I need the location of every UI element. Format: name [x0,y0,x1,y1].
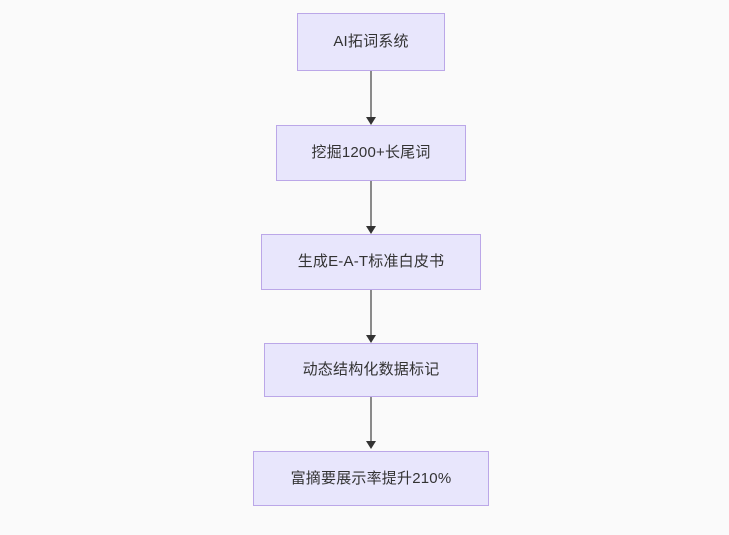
flow-node-rich-snippet-impression-lift[interactable]: 富摘要展示率提升210% [253,451,489,506]
flow-edge-3 [370,290,372,335]
flow-node-label: 富摘要展示率提升210% [290,469,452,487]
flow-edge-2 [370,181,372,226]
flow-node-label: 挖掘1200+长尾词 [311,144,431,161]
flow-arrowhead-3 [366,335,376,343]
flow-node-label: AI拓词系统 [333,33,409,50]
flow-node-dynamic-structured-data-markup[interactable]: 动态结构化数据标记 [264,343,478,397]
flow-node-mine-longtail-keywords[interactable]: 挖掘1200+长尾词 [276,125,466,181]
flow-node-label: 生成E-A-T标准白皮书 [297,253,445,270]
flow-edge-1 [370,71,372,117]
flow-edge-4 [370,397,372,441]
flow-arrowhead-1 [366,117,376,125]
flow-arrowhead-4 [366,441,376,449]
flow-node-ai-keyword-system[interactable]: AI拓词系统 [297,13,445,71]
flow-node-generate-eat-whitepaper[interactable]: 生成E-A-T标准白皮书 [261,234,481,290]
flow-node-label: 动态结构化数据标记 [302,361,440,378]
flow-arrowhead-2 [366,226,376,234]
